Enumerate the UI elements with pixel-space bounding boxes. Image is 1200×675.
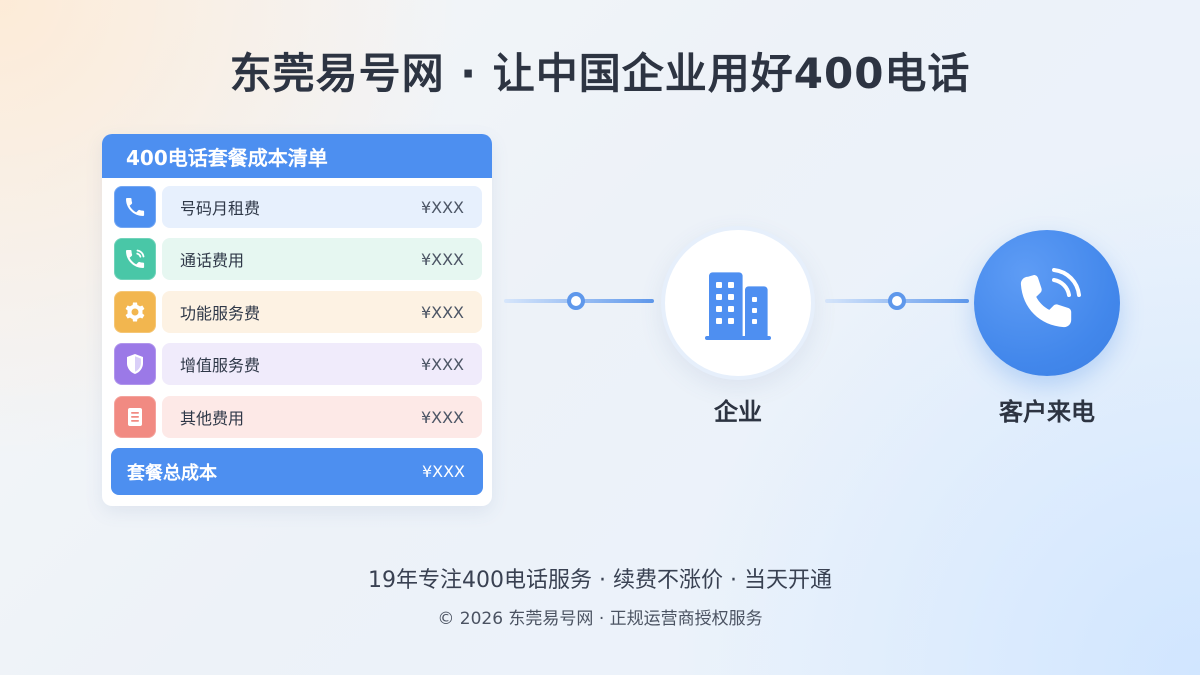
cost-item-label: 功能服务费 [180, 304, 261, 323]
building-icon [705, 272, 771, 340]
cost-list-panel: 400电话套餐成本清单 号码月租费 ¥XXX 通话费用 ¥XXX [102, 134, 492, 506]
cost-list-title: 400电话套餐成本清单 [102, 134, 492, 178]
cost-item-card: 增值服务费 ¥XXX [162, 343, 482, 385]
caller-node [974, 230, 1120, 376]
footer-copyright: © 2026 东莞易号网 · 正规运营商授权服务 [437, 609, 763, 629]
cost-item-card: 通话费用 ¥XXX [162, 238, 482, 280]
total-cost-value: ¥XXX [421, 462, 465, 481]
cost-item-label: 其他费用 [180, 409, 245, 428]
phone-call-icon [1020, 268, 1081, 328]
list-item: 增值服务费 ¥XXX [114, 343, 482, 385]
total-cost-row: 套餐总成本 ¥XXX [111, 448, 483, 495]
phone-icon [114, 186, 156, 228]
connector-dot-right [888, 292, 906, 310]
cost-item-label: 增值服务费 [180, 356, 261, 375]
list-item: 号码月租费 ¥XXX [114, 186, 482, 228]
cost-item-value: ¥XXX [420, 197, 464, 217]
cost-item-value: ¥XXX [420, 407, 464, 427]
gear-icon [114, 291, 156, 333]
list-item: 功能服务费 ¥XXX [114, 291, 482, 333]
shield-icon [114, 343, 156, 385]
caller-label: 客户来电 [999, 398, 1095, 426]
phone-ringing-icon [114, 238, 156, 280]
cost-item-value: ¥XXX [420, 354, 464, 374]
cost-item-value: ¥XXX [420, 249, 464, 269]
total-cost-label: 套餐总成本 [127, 462, 217, 484]
document-icon [114, 396, 156, 438]
cost-item-card: 号码月租费 ¥XXX [162, 186, 482, 228]
cost-item-card: 功能服务费 ¥XXX [162, 291, 482, 333]
list-item: 通话费用 ¥XXX [114, 238, 482, 280]
cost-item-label: 号码月租费 [180, 199, 261, 218]
enterprise-label: 企业 [714, 398, 762, 426]
page-title: 东莞易号网 · 让中国企业用好400电话 [229, 49, 971, 98]
cost-item-label: 通话费用 [180, 251, 245, 270]
connector-dot-left [567, 292, 585, 310]
cost-item-card: 其他费用 ¥XXX [162, 396, 482, 438]
cost-item-value: ¥XXX [420, 302, 464, 322]
list-item: 其他费用 ¥XXX [114, 396, 482, 438]
enterprise-node [661, 226, 815, 380]
footer-tagline: 19年专注400电话服务 · 续费不涨价 · 当天开通 [368, 568, 832, 593]
